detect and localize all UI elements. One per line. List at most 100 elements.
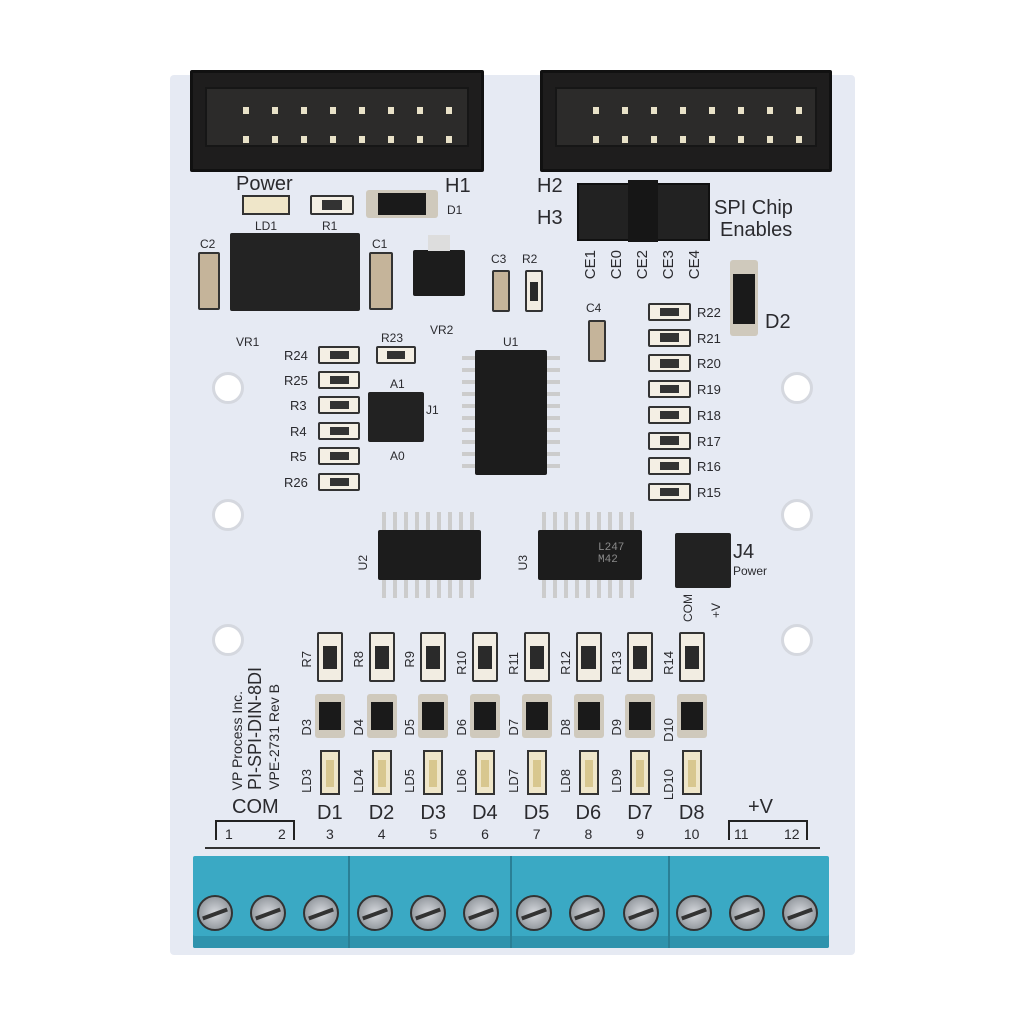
mounting-hole (781, 372, 813, 404)
header-pin (330, 107, 336, 114)
terminal-divider (668, 856, 670, 948)
resistor-r24 (318, 346, 360, 364)
header-pin (680, 136, 686, 143)
chip-pin (547, 416, 560, 420)
label-r1: R1 (322, 219, 338, 233)
chip-pin (462, 416, 475, 420)
terminal-divider (510, 856, 512, 948)
resistor-r19 (648, 380, 691, 399)
label-pin-2: 2 (278, 826, 286, 842)
diode-d6 (470, 694, 501, 738)
label-r4: R4 (290, 424, 307, 439)
resistor-r17 (648, 431, 691, 450)
connector-j4[interactable] (675, 533, 731, 588)
resistor-r10 (472, 632, 499, 682)
terminal-screw[interactable] (675, 895, 712, 931)
label-r11: R11 (505, 652, 521, 675)
header-pin (446, 136, 452, 143)
chip-pin (415, 580, 419, 598)
capacitor-c4 (588, 320, 606, 362)
terminal-screw[interactable] (729, 895, 765, 931)
chip-pin (619, 512, 623, 530)
capacitor-c2 (198, 252, 220, 310)
diode-d10 (676, 694, 707, 738)
pcb-board (170, 75, 855, 955)
label-c4: C4 (586, 301, 602, 315)
diode-d3 (315, 694, 345, 738)
chip-pin (437, 512, 441, 530)
chip-pin (547, 440, 560, 444)
chip-pin (382, 580, 386, 598)
label-spi: SPI Chip (714, 197, 793, 219)
chip-u2 (378, 530, 481, 580)
label-terminal: 6 (481, 826, 489, 842)
terminal-divider (348, 856, 350, 948)
chip-pin (426, 580, 430, 598)
resistor-r1 (310, 195, 354, 215)
resistor-r16 (648, 457, 691, 476)
chip-pin (404, 580, 408, 598)
label-r24: R24 (284, 348, 308, 363)
chip-pin (547, 392, 560, 396)
header-pin (622, 136, 628, 143)
resistor-r25 (318, 371, 360, 389)
label-pin-1: 1 (225, 826, 233, 842)
terminal-screw[interactable] (303, 895, 340, 931)
terminal-screw[interactable] (409, 895, 446, 931)
label-d8: D8 (557, 719, 573, 736)
header-pin (417, 136, 423, 143)
resistor-r7 (317, 632, 343, 682)
terminal-screw[interactable] (463, 895, 499, 931)
regulator-tab (428, 235, 450, 251)
terminal-screw[interactable] (250, 895, 287, 931)
terminal-screw[interactable] (356, 895, 393, 931)
label-ld5: LD5 (402, 769, 418, 793)
capacitor-c1 (369, 252, 393, 310)
led-ld1 (242, 195, 290, 215)
label-ld8: LD8 (557, 769, 573, 793)
mounting-hole (781, 499, 813, 531)
chip-pin (619, 580, 623, 598)
header-pin (593, 136, 599, 143)
diode-d5 (418, 694, 449, 738)
resistor-r2 (525, 270, 543, 312)
header-pin (767, 136, 773, 143)
label-d9: D9 (609, 719, 625, 736)
terminal-screw[interactable] (782, 895, 819, 931)
diode-d8 (573, 694, 604, 738)
jumper-cap (628, 180, 658, 242)
diode-d7 (521, 694, 552, 738)
label-d5: D5 (402, 719, 418, 736)
label-r3: R3 (290, 398, 307, 413)
header-pin (622, 107, 628, 114)
label-r21: R21 (697, 330, 721, 346)
label-terminal: 8 (584, 826, 593, 842)
label-plus-v: +V (748, 796, 774, 818)
header-pin (388, 136, 394, 143)
capacitor-c3 (492, 270, 510, 312)
chip-pin (462, 464, 475, 468)
terminal-screw[interactable] (197, 895, 233, 931)
header-pin (709, 107, 715, 114)
label-r12: R12 (557, 651, 573, 675)
header-pin (301, 136, 307, 143)
chip-u3 (538, 530, 642, 580)
jumper-j1[interactable] (368, 392, 424, 442)
chip-pin (459, 512, 463, 530)
terminal-screw[interactable] (569, 895, 606, 931)
mounting-hole (212, 624, 244, 656)
chip-pin (437, 580, 441, 598)
chip-pin (462, 428, 475, 432)
label-r2: R2 (522, 252, 538, 266)
label-channel: D4 (472, 802, 498, 824)
label-a1: A1 (390, 377, 405, 391)
label-d2: D2 (765, 311, 791, 333)
chip-pin (462, 392, 475, 396)
label-ld10: LD10 (660, 768, 676, 800)
resistor-r18 (648, 405, 691, 424)
led-ld3 (320, 750, 340, 795)
terminal-screw[interactable] (516, 895, 553, 931)
chip-pin (630, 512, 634, 530)
label-terminal: 7 (532, 826, 541, 842)
terminal-screw[interactable] (622, 895, 659, 931)
